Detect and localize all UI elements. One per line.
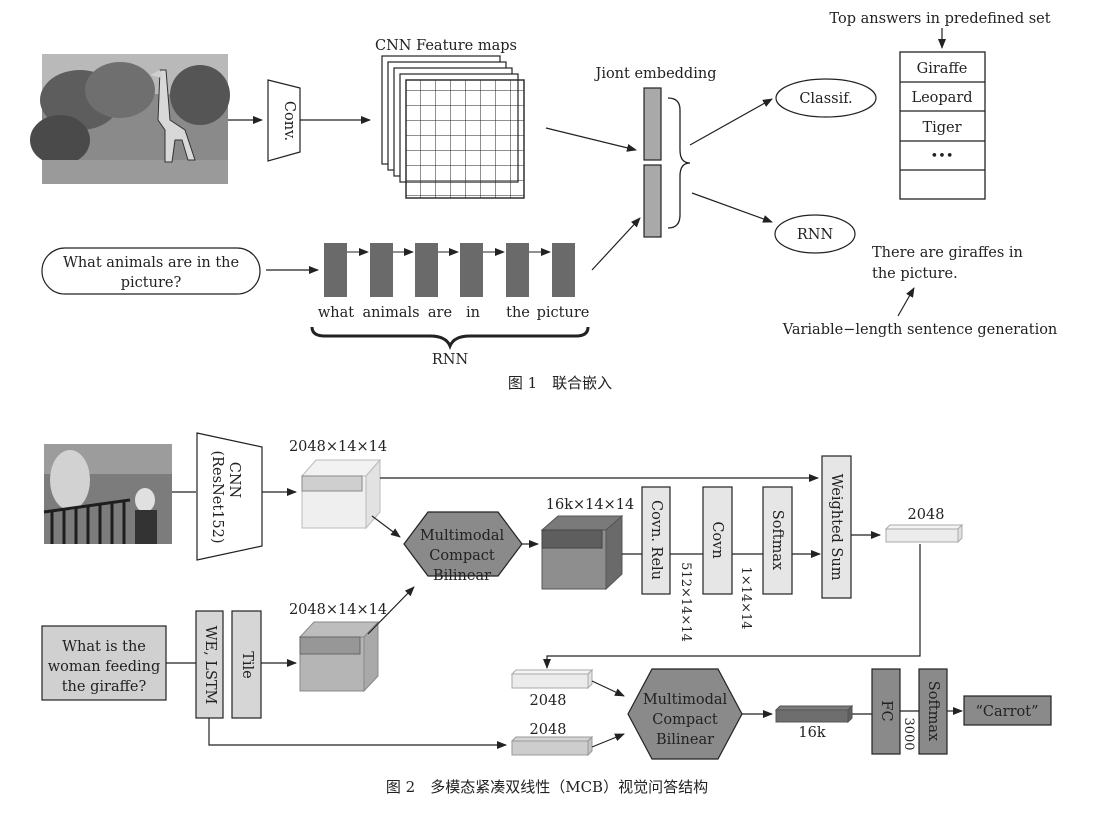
mcb2-line-1: Multimodal	[643, 692, 728, 708]
arrow-text-features-to-mcb1	[367, 586, 415, 635]
giraffe-photo	[30, 54, 230, 184]
figure-2-caption: 图 2 多模态紧凑双线性（MCB）视觉问答结构	[386, 778, 708, 796]
arrow-to-generated	[897, 287, 915, 317]
conv-relu-label: Covn. Relu	[648, 500, 664, 580]
rnn-output-label: RNN	[797, 227, 834, 243]
question-box	[41, 247, 261, 295]
conv-relu-block	[641, 486, 671, 595]
variable-length-label: Variable−length sentence generation	[782, 322, 1058, 338]
attended-vector-input	[510, 668, 594, 690]
arrow-features-to-mcb1	[371, 515, 401, 538]
top-answers-label: Top answers in predefined set	[829, 11, 1050, 27]
answer-label: “Carrot”	[976, 704, 1039, 720]
resnet-label: (ResNet152)	[209, 450, 225, 543]
classif-label: Classif.	[799, 91, 852, 107]
embedding-text-part	[643, 164, 662, 238]
question-line-2: picture?	[121, 275, 182, 291]
embedding-image-part	[643, 87, 662, 161]
rnn-label: RNN	[432, 352, 469, 368]
text-feature-cube	[298, 620, 380, 693]
arrow-to-rnn	[691, 192, 773, 223]
arrow-to-classif	[689, 98, 773, 146]
arrow-vector-a-to-mcb2	[591, 680, 625, 697]
question-vector-input	[510, 735, 594, 757]
softmax-block	[762, 486, 793, 595]
mcb1-line-2: Compact	[429, 548, 495, 564]
arrow-features-to-embedding	[545, 127, 637, 152]
dim-1-label: 1×14×14	[738, 566, 753, 629]
joint-embedding-label: Jiont embedding	[594, 66, 717, 82]
dim-2048-b-label: 2048	[530, 722, 567, 738]
weighted-sum-block	[821, 455, 852, 599]
word-label: picture	[537, 305, 590, 321]
question-line-1: What animals are in the	[63, 255, 239, 271]
answer-box	[963, 695, 1052, 726]
conv-block	[267, 79, 301, 162]
dim-16k-label: 16k×14×14	[546, 497, 634, 513]
answer-cell-ellipsis: •••	[930, 149, 953, 164]
fc-label: FC	[878, 700, 894, 721]
softmax-label: Softmax	[769, 510, 785, 570]
figure-1: Conv. CNN Feature maps Jiont embedding C…	[30, 11, 1057, 392]
dim-512-label: 512×14×14	[678, 562, 693, 642]
generated-line-2: the picture.	[872, 266, 958, 282]
word-label: in	[466, 305, 480, 321]
answer-cell: Giraffe	[917, 61, 968, 77]
figure-1-caption: 图 1 联合嵌入	[508, 374, 612, 392]
word-label: the	[506, 305, 530, 321]
conv-label: Covn	[709, 521, 725, 558]
dim-top-label: 2048×14×14	[289, 439, 387, 455]
mcb2-output-vector	[774, 704, 854, 724]
arrow-vector-b-to-mcb2	[591, 733, 625, 748]
word-label: animals	[362, 305, 419, 321]
arrow-2048-to-mcb2-input	[543, 544, 921, 669]
cnn-feature-maps-label: CNN Feature maps	[375, 38, 517, 54]
woman-giraffe-photo	[43, 444, 172, 544]
word-label: what	[318, 305, 354, 321]
rnn-cells	[324, 243, 575, 297]
softmax-output-block	[918, 668, 948, 755]
answer-table: Giraffe Leopard Tiger •••	[899, 51, 986, 200]
cnn-resnet-block	[196, 432, 263, 561]
question-line-2: woman feeding	[48, 659, 161, 675]
cnn-feature-maps	[381, 55, 525, 199]
dim-16k-out-label: 16k	[798, 725, 825, 741]
conv-block	[702, 486, 733, 595]
tile-block	[231, 610, 262, 719]
answer-cell: Tiger	[922, 120, 961, 136]
generated-line-1: There are giraffes in	[872, 245, 1023, 261]
classif-node	[775, 78, 877, 118]
image-feature-cube	[300, 458, 382, 530]
question-line-3: the giraffe?	[62, 679, 147, 695]
dim-2048-right-label: 2048	[908, 507, 945, 523]
dim-3000-label: 3000	[901, 717, 916, 750]
dim-2048-a-label: 2048	[530, 693, 567, 709]
lstm-label: WE, LSTM	[202, 626, 218, 705]
mcb1-line-1: Multimodal	[420, 528, 505, 544]
conv-label: Conv.	[281, 101, 297, 141]
mcb-output-cube	[540, 514, 624, 591]
figure-2: CNN (ResNet152) 2048×14×14 Multimodal Co…	[41, 432, 1052, 796]
attended-vector	[884, 523, 964, 544]
softmax-output-label: Softmax	[925, 681, 941, 741]
arrow-lstm-to-vector-b	[208, 718, 507, 749]
answer-cell: Leopard	[911, 90, 972, 106]
question-line-1: What is the	[62, 639, 146, 655]
embedding-brace	[667, 97, 691, 229]
dim-bottom-label: 2048×14×14	[289, 602, 387, 618]
rnn-output-node	[774, 214, 856, 254]
weighted-sum-label: Weighted Sum	[828, 474, 844, 581]
rnn-brace	[310, 326, 590, 351]
tile-label: Tile	[239, 651, 255, 679]
mcb-block-1	[403, 511, 523, 577]
word-label: are	[428, 305, 452, 321]
mcb2-line-2: Compact	[652, 712, 718, 728]
cnn-label: CNN	[226, 462, 242, 499]
mcb1-line-3: Bilinear	[433, 568, 491, 584]
mcb2-line-3: Bilinear	[656, 732, 714, 748]
arrow-rnn-to-embedding	[591, 217, 641, 271]
